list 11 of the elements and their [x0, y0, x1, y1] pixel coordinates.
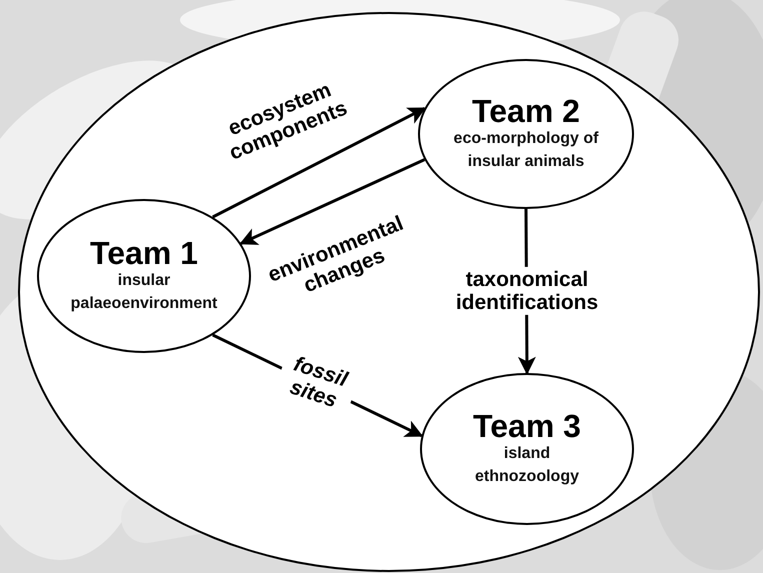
arrow [239, 158, 426, 245]
team-ellipse [418, 59, 634, 209]
team-title: Team 3 [473, 410, 581, 444]
team-title: Team 2 [472, 94, 580, 128]
team-ellipse [37, 199, 251, 353]
team-description: island ethnozoology [474, 444, 580, 487]
team-ellipse [420, 373, 634, 525]
arrow [212, 107, 426, 218]
team-description: insular palaeoenvironment [70, 271, 218, 314]
team-description: eco-morphology of insular animals [452, 129, 600, 172]
team-title: Team 1 [90, 236, 198, 270]
